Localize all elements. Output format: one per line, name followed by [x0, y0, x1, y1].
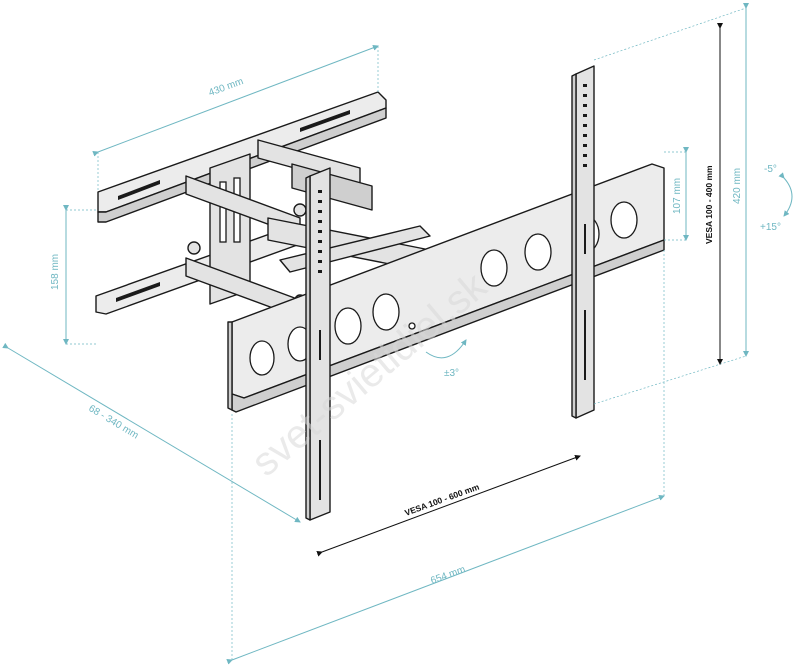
vesa-bracket-left — [305, 167, 331, 521]
label-tilt-top: -5° — [764, 164, 777, 175]
dimension-lines — [2, 3, 793, 665]
label-rail-gap: 107 mm — [672, 178, 683, 214]
label-width-top: 430 mm — [207, 76, 245, 99]
label-height-left: 158 mm — [50, 254, 61, 290]
label-plate-height: 420 mm — [732, 168, 743, 204]
label-plate-width: 654 mm — [429, 564, 467, 587]
vesa-dimension-lines — [316, 23, 723, 557]
label-tilt-bottom: +15° — [760, 222, 781, 233]
label-vesa-vertical: VESA 100 - 400 mm — [704, 165, 714, 244]
label-swivel: ±3° — [444, 368, 459, 379]
label-vesa-horizontal: VESA 100 - 600 mm — [403, 481, 481, 517]
vesa-bracket-right — [571, 65, 595, 419]
